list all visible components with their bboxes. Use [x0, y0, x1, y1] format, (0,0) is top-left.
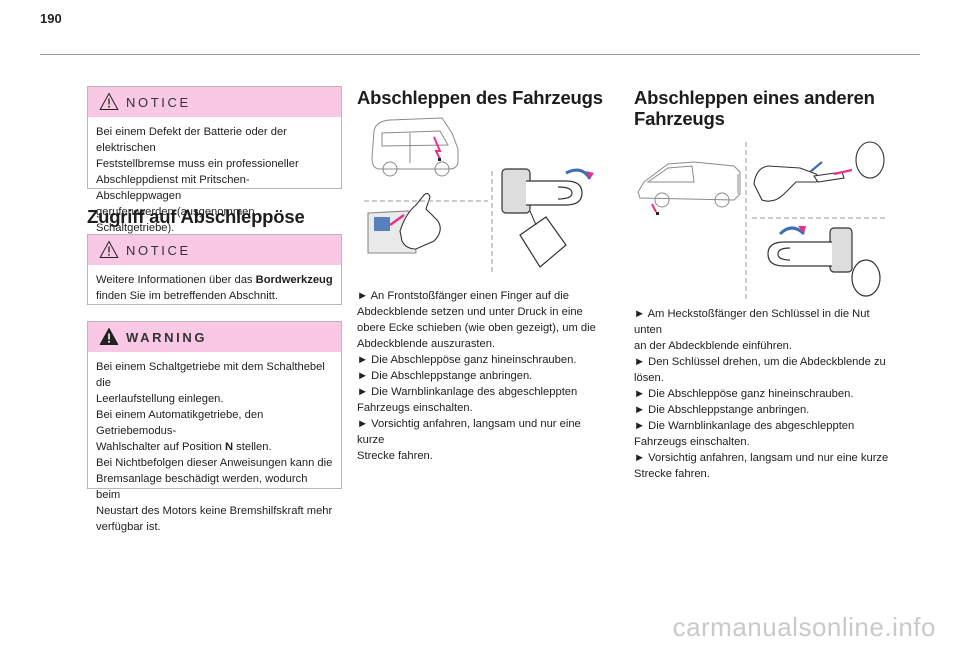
warning-label: WARNING [126, 330, 208, 345]
front-bumper-illustration [364, 117, 594, 275]
step-line: Fahrzeugs einschalten. [634, 436, 750, 448]
arrow-icon [389, 213, 405, 227]
notice-label: NOTICE [126, 95, 191, 110]
warning-triangle-icon [99, 92, 119, 110]
step-line: ► An Frontstoßfänger einen Finger auf di… [357, 290, 569, 302]
warning-box-gearbox: WARNING Bei einem Schaltgetriebe mit dem… [87, 321, 342, 533]
section-heading-towing-eye: Zugriff auf Abschleppöse [87, 206, 305, 227]
notice-label: NOTICE [126, 243, 191, 258]
notice-box-tools: NOTICE Weitere Informationen über das Bo… [87, 234, 342, 305]
rear-bumper-illustration [637, 141, 886, 300]
step-line: ► Die Warnblinkanlage des abgeschleppten [357, 386, 578, 398]
header-rule [40, 54, 920, 55]
towing-own-steps: ► An Frontstoßfänger einen Finger auf di… [357, 288, 607, 464]
notice-header: NOTICE [88, 87, 341, 117]
step-line: Abdeckblende setzen und unter Druck in e… [357, 306, 583, 318]
arrow-icon [651, 203, 657, 213]
step-line: Fahrzeugs einschalten. [357, 402, 473, 414]
warning-triangle-icon [99, 240, 119, 258]
step-line: obere Ecke schieben (wie oben gezeigt), … [357, 322, 596, 334]
section-heading-towing-own: Abschleppen des Fahrzeugs [357, 87, 603, 108]
section-heading-towing-other-line2: Fahrzeugs [634, 108, 725, 129]
rotate-arrow-icon [778, 226, 806, 236]
warning-text-bold: N [224, 441, 234, 453]
warning-text-line: Bei Nichtbefolgen dieser Anweisungen kan… [96, 457, 333, 469]
step-line: ► Die Warnblinkanlage des abgeschleppten [634, 420, 855, 432]
notice-text-prefix: Weitere Informationen über das [96, 274, 256, 286]
notice-text-bold: Bordwerkzeug [255, 274, 333, 286]
step-line: ► Die Abschleppöse ganz hineinschrauben. [357, 354, 577, 366]
arrow-icon [433, 136, 442, 160]
step-line: ► Die Abschleppstange anbringen. [357, 370, 533, 382]
step-line: lösen. [634, 372, 664, 384]
warning-text-line: verfügbar ist. [96, 521, 161, 533]
step-line: ► Vorsichtig anfahren, langsam und nur e… [357, 418, 581, 446]
notice-text-line: Abschleppdienst mit Pritschen-Abschleppw… [96, 174, 250, 202]
notice-box-battery: NOTICE Bei einem Defekt der Batterie ode… [87, 86, 342, 234]
arrow-icon [833, 168, 853, 176]
step-line: Abdeckblende auszurasten. [357, 338, 496, 350]
warning-header: WARNING [88, 322, 341, 352]
warning-text-line: Wahlschalter auf Position N stellen. [96, 439, 333, 455]
step-line: ► Die Abschleppöse ganz hineinschrauben. [634, 388, 854, 400]
step-line: Strecke fahren. [357, 450, 433, 462]
warning-text-line: Leerlaufstellung einlegen. [96, 393, 224, 405]
step-line: ► Die Abschleppstange anbringen. [634, 404, 810, 416]
warning-text-suffix: stellen. [233, 441, 272, 453]
notice-text-line: Feststellbremse muss ein professioneller [96, 158, 299, 170]
step-line: an der Abdeckblende einführen. [634, 340, 792, 352]
warning-text-line: Neustart des Motors keine Bremshilfskraf… [96, 505, 333, 517]
notice-text-line: finden Sie im betreffenden Abschnitt. [96, 290, 279, 302]
watermark: carmanualsonline.info [672, 612, 936, 642]
section-heading-towing-other-line1: Abschleppen eines anderen [634, 87, 875, 108]
notice-text-line: gerufen werden (ausgenommen Schaltgetrie… [96, 206, 255, 234]
step-line: ► Den Schlüssel drehen, um die Abdeckble… [634, 356, 886, 368]
warning-triangle-icon [99, 328, 119, 345]
notice-text-line: Weitere Informationen über das Bordwerkz… [96, 272, 333, 288]
warning-text-line: Bremsanlage beschädigt werden, wodurch b… [96, 473, 308, 501]
step-line: Strecke fahren. [634, 468, 710, 480]
warning-text-line: Bei einem Schaltgetriebe mit dem Schalth… [96, 361, 325, 389]
towing-other-steps: ► Am Heckstoßfänger den Schlüssel in die… [634, 306, 894, 482]
step-line: ► Am Heckstoßfänger den Schlüssel in die… [634, 308, 870, 336]
warning-text-line: Bei einem Automatikgetriebe, den Getrieb… [96, 409, 264, 437]
rotate-arrow-icon [565, 168, 592, 180]
notice-text-line: Bei einem Defekt der Batterie oder der e… [96, 126, 287, 154]
page-number: 190 [40, 11, 62, 26]
step-line: ► Vorsichtig anfahren, langsam und nur e… [634, 452, 889, 464]
warning-text-prefix: Wahlschalter auf Position [96, 441, 225, 453]
notice-header: NOTICE [88, 235, 341, 265]
